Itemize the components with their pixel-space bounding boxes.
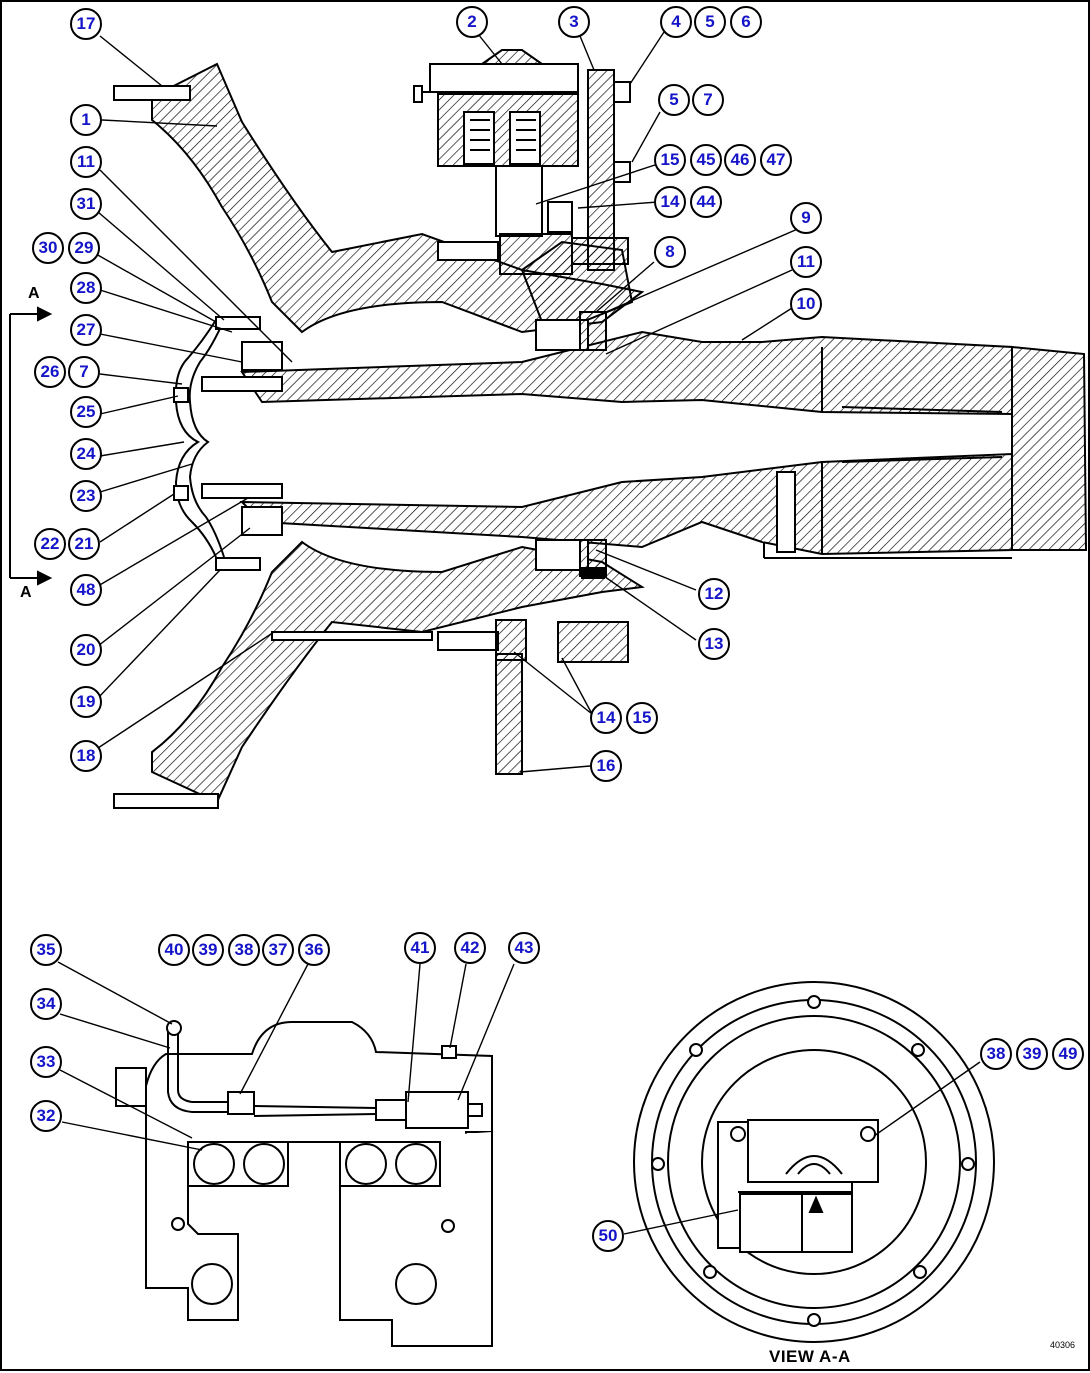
callout-16[interactable]: 16 bbox=[590, 750, 622, 782]
shaft-outline bbox=[763, 347, 1012, 559]
callout-4[interactable]: 4 bbox=[660, 6, 692, 38]
callout-18[interactable]: 18 bbox=[70, 740, 102, 772]
callout-1[interactable]: 1 bbox=[70, 104, 102, 136]
callout-45[interactable]: 45 bbox=[690, 144, 722, 176]
leader-lines-lower-left bbox=[57, 961, 515, 1151]
figure-code: 40306 bbox=[1050, 1340, 1076, 1350]
callout-42[interactable]: 42 bbox=[454, 932, 486, 964]
callout-7[interactable]: 7 bbox=[692, 84, 724, 116]
top-actuator bbox=[413, 49, 631, 275]
callout-2[interactable]: 2 bbox=[456, 6, 488, 38]
callout-13[interactable]: 13 bbox=[698, 628, 730, 660]
callout-39[interactable]: 39 bbox=[192, 934, 224, 966]
callout-30[interactable]: 30 bbox=[32, 232, 64, 264]
callout-36[interactable]: 36 bbox=[298, 934, 330, 966]
callout-40[interactable]: 40 bbox=[158, 934, 190, 966]
callout-11[interactable]: 11 bbox=[790, 246, 822, 278]
callout-12[interactable]: 12 bbox=[698, 578, 730, 610]
callout-5[interactable]: 5 bbox=[658, 84, 690, 116]
manifold-view bbox=[115, 1020, 493, 1347]
end-cover bbox=[173, 316, 283, 571]
section-marker bbox=[9, 306, 53, 586]
callout-6[interactable]: 6 bbox=[730, 6, 762, 38]
callout-35[interactable]: 35 bbox=[30, 934, 62, 966]
callout-15[interactable]: 15 bbox=[626, 702, 658, 734]
callout-48[interactable]: 48 bbox=[70, 574, 102, 606]
callout-24[interactable]: 24 bbox=[70, 438, 102, 470]
section-mark-top: A bbox=[28, 285, 40, 302]
callout-46[interactable]: 46 bbox=[724, 144, 756, 176]
callout-34[interactable]: 34 bbox=[30, 988, 62, 1020]
callout-28[interactable]: 28 bbox=[70, 272, 102, 304]
callout-21[interactable]: 21 bbox=[68, 528, 100, 560]
callout-33[interactable]: 33 bbox=[30, 1046, 62, 1078]
callout-9[interactable]: 9 bbox=[790, 202, 822, 234]
callout-20[interactable]: 20 bbox=[70, 634, 102, 666]
callout-15[interactable]: 15 bbox=[654, 144, 686, 176]
leader-lines-upper bbox=[95, 31, 801, 773]
callout-23[interactable]: 23 bbox=[70, 480, 102, 512]
section-mark-bottom: A bbox=[20, 584, 32, 601]
callout-25[interactable]: 25 bbox=[70, 396, 102, 428]
bearings bbox=[241, 311, 607, 579]
callout-3[interactable]: 3 bbox=[558, 6, 590, 38]
callout-38[interactable]: 38 bbox=[980, 1038, 1012, 1070]
callout-31[interactable]: 31 bbox=[70, 188, 102, 220]
callout-14[interactable]: 14 bbox=[590, 702, 622, 734]
callout-27[interactable]: 27 bbox=[70, 314, 102, 346]
callout-10[interactable]: 10 bbox=[790, 288, 822, 320]
callout-44[interactable]: 44 bbox=[690, 186, 722, 218]
callout-5[interactable]: 5 bbox=[694, 6, 726, 38]
view-label: VIEW A-A bbox=[769, 1347, 851, 1366]
callout-49[interactable]: 49 bbox=[1052, 1038, 1084, 1070]
callout-14[interactable]: 14 bbox=[654, 186, 686, 218]
callout-19[interactable]: 19 bbox=[70, 686, 102, 718]
lower-bolts bbox=[437, 619, 629, 775]
view-a-a bbox=[633, 981, 995, 1343]
callout-38[interactable]: 38 bbox=[228, 934, 260, 966]
callout-17[interactable]: 17 bbox=[70, 8, 102, 40]
callout-41[interactable]: 41 bbox=[404, 932, 436, 964]
callout-39[interactable]: 39 bbox=[1016, 1038, 1048, 1070]
callout-26[interactable]: 26 bbox=[34, 356, 66, 388]
callout-50[interactable]: 50 bbox=[592, 1220, 624, 1252]
flange-pins bbox=[113, 85, 433, 809]
leader-lines-view bbox=[623, 1061, 981, 1235]
callout-37[interactable]: 37 bbox=[262, 934, 294, 966]
callout-29[interactable]: 29 bbox=[68, 232, 100, 264]
callout-32[interactable]: 32 bbox=[30, 1100, 62, 1132]
callout-11[interactable]: 11 bbox=[70, 146, 102, 178]
callout-43[interactable]: 43 bbox=[508, 932, 540, 964]
callout-8[interactable]: 8 bbox=[654, 236, 686, 268]
callout-47[interactable]: 47 bbox=[760, 144, 792, 176]
callout-22[interactable]: 22 bbox=[34, 528, 66, 560]
callout-7[interactable]: 7 bbox=[68, 356, 100, 388]
